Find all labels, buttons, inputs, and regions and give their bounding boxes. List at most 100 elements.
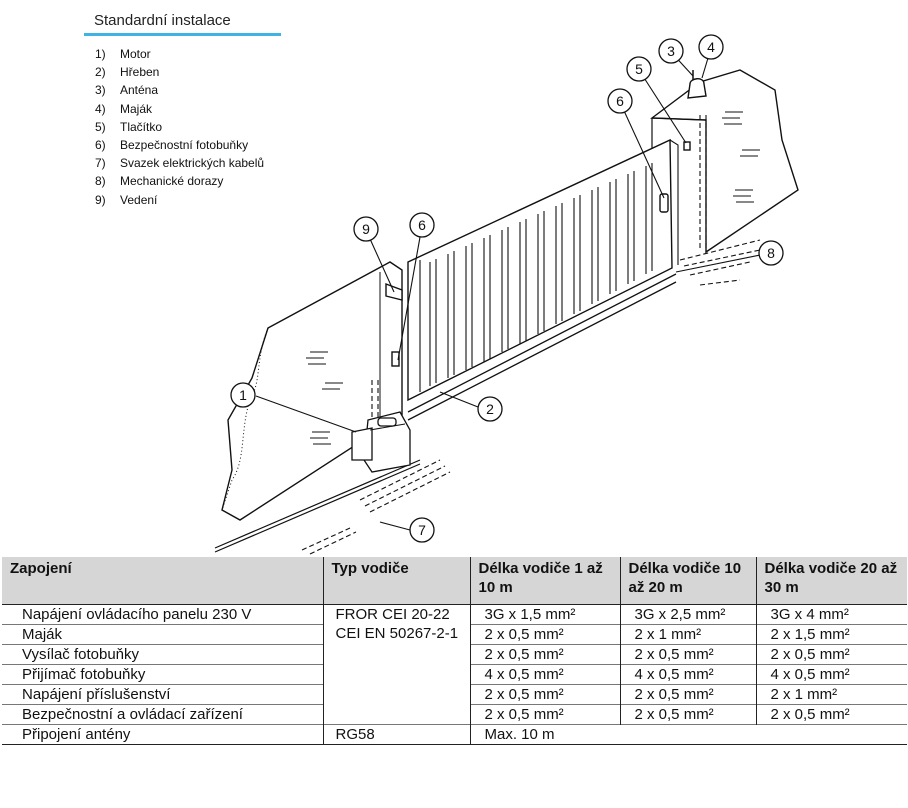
legend-number: 1) [95, 47, 106, 61]
legend-number: 3) [95, 83, 106, 98]
cell-length-1: 4 x 0,5 mm² [469, 664, 620, 685]
legend-item: 8) Mechanické dorazy [95, 172, 264, 190]
callout-3: 3 [658, 38, 684, 64]
legend-label: Bezpečnostní fotobuňky [120, 138, 249, 153]
row-name: Připojení antény [2, 724, 323, 745]
row-name: Napájení příslušenství [2, 684, 323, 705]
legend-item: 6) Bezpečnostní fotobuňky [95, 136, 264, 154]
legend-label: Tlačítko [120, 119, 163, 134]
cell-length-3: 2 x 1,5 mm² [755, 624, 907, 645]
ground-rail [214, 459, 421, 553]
cell-length-2: 2 x 0,5 mm² [619, 684, 756, 705]
callout-6-left: 6 [409, 212, 435, 238]
header-length-1: Délka vodiče 1 až 10 m [469, 557, 620, 605]
cell-length-3: 3G x 4 mm² [755, 604, 907, 625]
cell-length-2: 2 x 0,5 mm² [619, 704, 756, 725]
row-name: Bezpečnostní a ovládací zařízení [2, 704, 323, 725]
callout-4: 4 [698, 34, 724, 60]
legend-item: 2) Hřeben [95, 63, 264, 81]
cable-table: Zapojení Typ vodiče Délka vodiče 1 až 10… [2, 557, 907, 745]
callout-label: 6 [418, 217, 426, 233]
antenna-length: Max. 10 m [469, 724, 907, 745]
callout-label: 7 [418, 522, 426, 538]
table-row: Napájení příslušenství 2 x 0,5 mm² 2 x 0… [2, 684, 907, 705]
callout-label: 1 [239, 387, 247, 403]
legend-label: Vedení [120, 192, 158, 207]
header-cable-type: Typ vodiče [322, 557, 470, 605]
callout-7: 7 [409, 517, 435, 543]
callout-label: 4 [707, 39, 715, 55]
callout-label: 6 [616, 93, 624, 109]
cell-length-3: 2 x 1 mm² [755, 684, 907, 705]
cell-length-2: 2 x 0,5 mm² [619, 644, 756, 665]
page-title: Standardní instalace [94, 12, 231, 29]
cell-length-1: 2 x 0,5 mm² [469, 684, 620, 705]
cable-type-cell: FROR CEI 20-22 CEI EN 50267-2-1 [322, 604, 470, 725]
row-name: Vysílač fotobuňky [2, 644, 323, 665]
cell-length-1: 2 x 0,5 mm² [469, 644, 620, 665]
cell-length-3: 2 x 0,5 mm² [755, 704, 907, 725]
title-underline [84, 33, 281, 36]
callout-1: 1 [230, 382, 256, 408]
callout-label: 9 [362, 221, 370, 237]
legend-label: Motor [120, 47, 151, 61]
legend-item: 1) Motor [95, 45, 264, 63]
legend-item: 3) Anténa [95, 81, 264, 99]
callout-label: 8 [767, 245, 775, 261]
right-wall [649, 69, 799, 254]
legend-label: Anténa [120, 83, 159, 98]
callout-6: 6 [607, 88, 633, 114]
cell-length-2: 2 x 1 mm² [619, 624, 756, 645]
legend-label: Mechanické dorazy [120, 174, 224, 189]
photocell-right [659, 193, 669, 213]
legend-number: 8) [95, 174, 106, 189]
table-row: Maják 2 x 0,5 mm² 2 x 1 mm² 2 x 1,5 mm² [2, 624, 907, 645]
legend-list: 1) Motor 2) Hřeben 3) Anténa 4) Maják 5) Tlač… [95, 45, 264, 209]
cell-length-1: 2 x 0,5 mm² [469, 704, 620, 725]
cell-length-1: 2 x 0,5 mm² [469, 624, 620, 645]
legend-number: 4) [95, 101, 106, 116]
antenna-cable-type: RG58 [322, 724, 470, 745]
table-row: Bezpečnostní a ovládací zařízení 2 x 0,5… [2, 704, 907, 725]
callout-2: 2 [477, 396, 503, 422]
legend-label: Hřeben [120, 65, 160, 80]
legend-item: 9) Vedení [95, 191, 264, 209]
installation-drawing: 1 2 3 4 5 6 6 7 8 9 [214, 34, 799, 555]
callout-label: 5 [635, 61, 643, 77]
cell-length-2: 3G x 2,5 mm² [619, 604, 756, 625]
row-name: Maják [2, 624, 323, 645]
callout-8: 8 [758, 240, 784, 266]
legend-label: Svazek elektrických kabelů [120, 156, 265, 171]
push-button [683, 141, 691, 151]
row-name: Napájení ovládacího panelu 230 V [2, 604, 323, 625]
legend-number: 9) [95, 192, 106, 207]
motor [351, 411, 411, 473]
table-row: Vysílač fotobuňky 2 x 0,5 mm² 2 x 0,5 mm… [2, 644, 907, 665]
legend-item: 7) Svazek elektrických kabelů [95, 154, 264, 172]
leader-lines [255, 47, 771, 531]
legend-label: Maják [120, 101, 153, 116]
callout-label: 3 [667, 43, 675, 59]
gate-frame [407, 138, 673, 402]
header-length-2: Délka vodiče 10 až 20 m [619, 557, 756, 605]
cell-length-1: 3G x 1,5 mm² [469, 604, 620, 625]
gate-bars [429, 163, 653, 386]
legend-number: 2) [95, 65, 106, 80]
legend-number: 6) [95, 138, 106, 153]
beacon [687, 78, 707, 99]
cable-runs [301, 115, 761, 555]
table-row: Napájení ovládacího panelu 230 V FROR CE… [2, 604, 907, 725]
legend-number: 5) [95, 119, 106, 134]
header-length-3: Délka vodiče 20 až 30 m [755, 557, 907, 605]
photocell-left [391, 351, 400, 367]
cell-length-2: 4 x 0,5 mm² [619, 664, 756, 685]
legend-number: 7) [95, 156, 106, 171]
cell-length-3: 2 x 0,5 mm² [755, 644, 907, 665]
brick-marks [306, 111, 760, 445]
header-connection: Zapojení [2, 557, 323, 605]
row-name: Přijímač fotobuňky [2, 664, 323, 685]
table-row: Přijímač fotobuňky 4 x 0,5 mm² 4 x 0,5 m… [2, 664, 907, 685]
callout-5: 5 [626, 56, 652, 82]
callout-label: 2 [486, 401, 494, 417]
table-header-row: Zapojení Typ vodiče Délka vodiče 1 až 10… [2, 557, 907, 605]
